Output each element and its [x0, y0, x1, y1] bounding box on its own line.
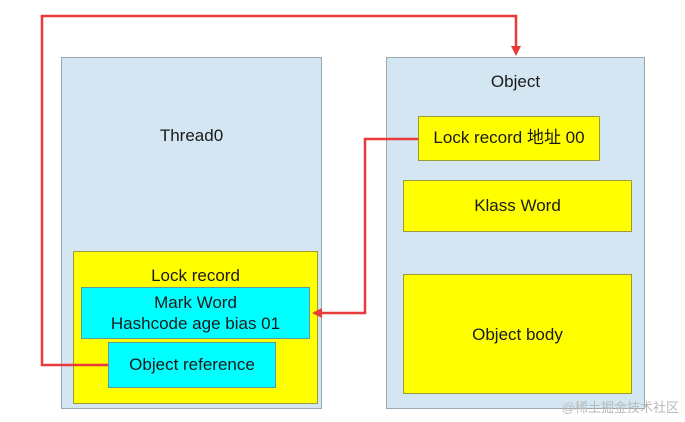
- thread0-title: Thread0: [159, 126, 224, 145]
- watermark: @稀土掘金技术社区: [561, 400, 679, 415]
- mark-word-line2: Hashcode age bias 01: [110, 314, 281, 333]
- object-body-box: Object body: [403, 274, 632, 394]
- object-title: Object: [490, 72, 541, 91]
- object-reference-label: Object reference: [129, 355, 255, 374]
- klass-word-box: Klass Word: [403, 180, 632, 232]
- object-reference-box: Object reference: [108, 342, 276, 388]
- lock-record-title: Lock record: [151, 266, 240, 285]
- mark-word-box: Mark Word Hashcode age bias 01: [81, 287, 310, 339]
- lock-record-address-label: Lock record 地址 00: [433, 128, 585, 147]
- mark-word-line1: Mark Word: [154, 293, 237, 312]
- object-body-label: Object body: [472, 325, 563, 344]
- object-header-lock-record: Lock record 地址 00: [418, 116, 600, 161]
- klass-word-label: Klass Word: [474, 196, 561, 215]
